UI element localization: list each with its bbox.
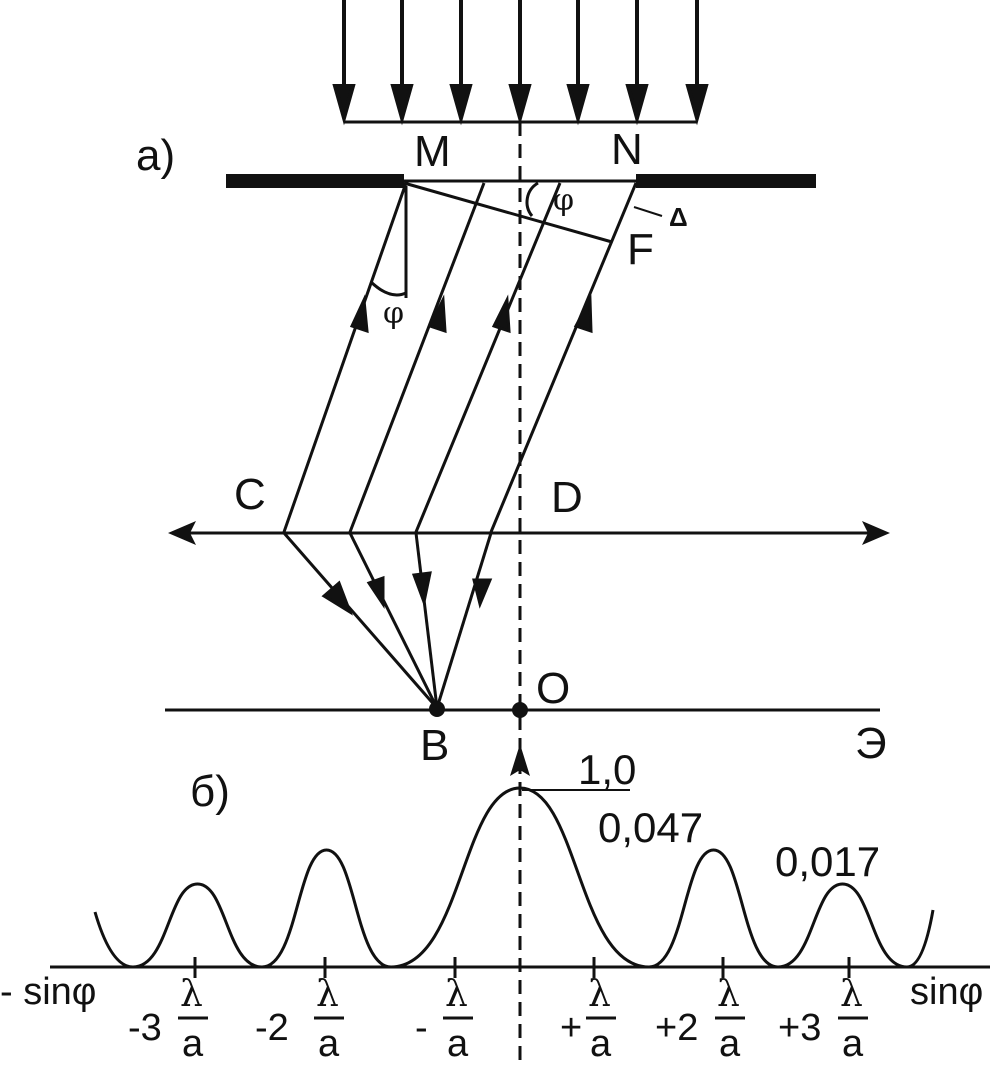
tick-label-neg1: - λ a: [415, 974, 473, 1065]
svg-text:λ: λ: [180, 974, 203, 1015]
svg-text:λ: λ: [717, 974, 740, 1015]
part-b-label: б): [190, 767, 230, 816]
intensity-axis-arrow: [510, 744, 530, 776]
converging-rays: [282, 532, 493, 709]
svg-text:+: +: [560, 1007, 582, 1049]
svg-text:-: -: [415, 1007, 428, 1049]
point-B-dot: [429, 701, 445, 717]
angle-arc-left: [369, 280, 407, 297]
svg-text:λ: λ: [445, 974, 468, 1015]
intensity-first-label: 0,047: [598, 804, 703, 851]
svg-text:λ: λ: [316, 974, 339, 1015]
svg-text:a: a: [182, 1023, 204, 1065]
point-M: M: [414, 127, 451, 176]
point-D: D: [551, 473, 583, 522]
lens-left-arrow: [168, 521, 196, 545]
screen-label: Э: [855, 719, 887, 768]
slit-right-plate: [636, 174, 816, 188]
svg-text:+3: +3: [778, 1007, 821, 1049]
intensity-second-label: 0,017: [775, 838, 880, 885]
svg-text:a: a: [318, 1023, 340, 1065]
intensity-central-label: 1,0: [578, 746, 636, 793]
diffracted-rays: [282, 182, 638, 533]
svg-text:a: a: [590, 1023, 612, 1065]
svg-text:λ: λ: [588, 974, 611, 1015]
svg-text:λ: λ: [840, 974, 863, 1015]
incident-rays: [332, 0, 709, 126]
part-a-label: а): [136, 131, 175, 180]
axis-right-label: sinφ: [910, 971, 983, 1013]
svg-text:a: a: [842, 1023, 864, 1065]
svg-text:-2: -2: [255, 1007, 289, 1049]
delta-leader: [633, 206, 663, 217]
axis-ticks: [193, 957, 851, 978]
svg-text:+2: +2: [655, 1007, 698, 1049]
delta-label: Δ: [669, 202, 688, 232]
lens-right-arrow: [862, 521, 890, 545]
tick-label-pos2: +2 λ a: [655, 974, 745, 1065]
phi-label-left: φ: [383, 296, 404, 331]
tick-label-pos3: +3 λ a: [778, 974, 868, 1065]
svg-text:a: a: [447, 1023, 469, 1065]
slit-left-plate: [226, 174, 404, 188]
point-O-dot: [512, 702, 528, 718]
point-B: B: [420, 721, 449, 770]
line-MF: [403, 181, 613, 244]
point-F: F: [627, 225, 654, 274]
svg-text:-3: -3: [128, 1007, 162, 1049]
angle-arc-top: [525, 181, 539, 217]
svg-text:a: a: [719, 1023, 741, 1065]
tick-label-pos1: + λ a: [560, 974, 616, 1065]
point-O: O: [536, 664, 570, 713]
point-C: C: [234, 470, 266, 519]
tick-label-neg2: -2 λ a: [255, 974, 344, 1065]
phi-label-top: φ: [553, 183, 574, 218]
point-N: N: [611, 125, 643, 174]
axis-left-label: - sinφ: [0, 971, 96, 1013]
intensity-curve: [93, 786, 935, 969]
tick-label-neg3: -3 λ a: [128, 974, 208, 1065]
